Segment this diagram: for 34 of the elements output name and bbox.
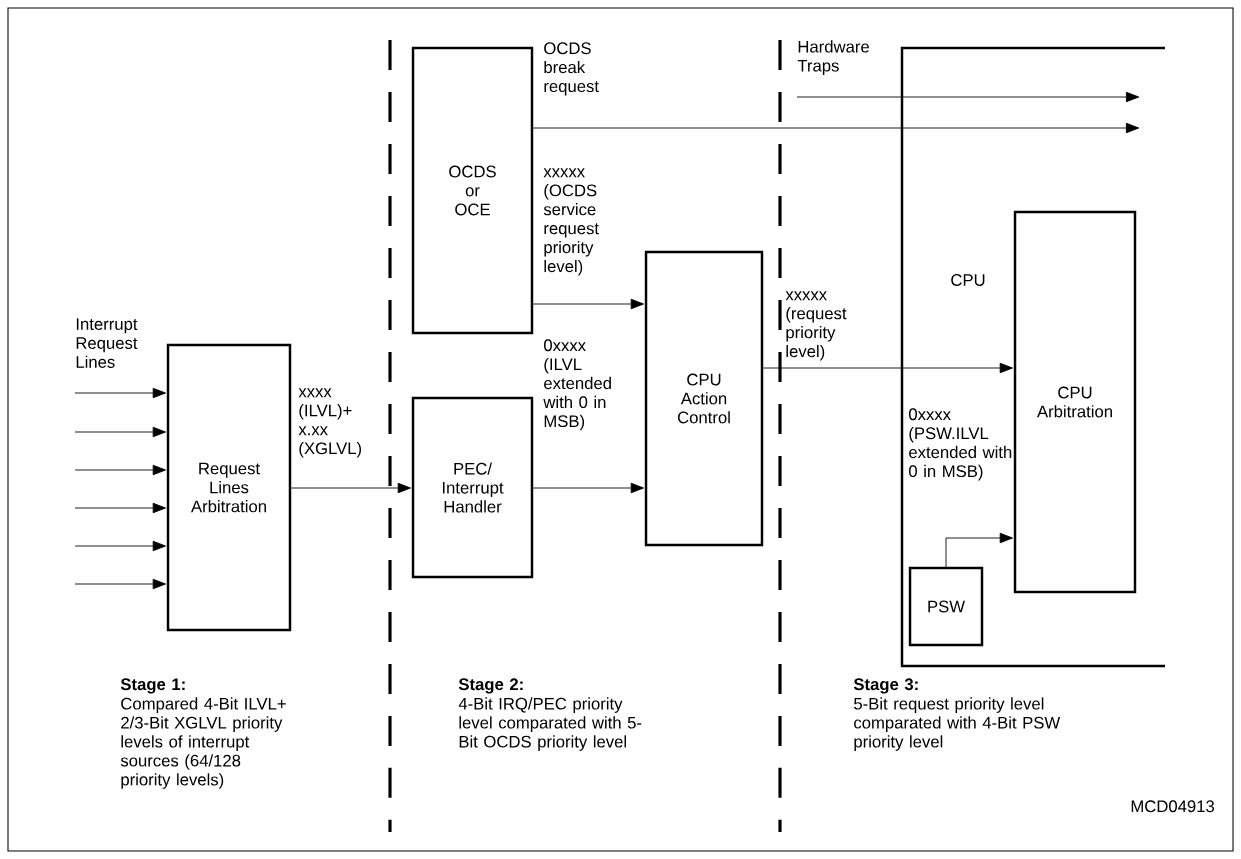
arrow — [945, 532, 1013, 568]
stage-heading: Stage 3: — [853, 678, 918, 694]
stage-heading: Stage 1: — [120, 678, 185, 694]
note-text: 4-Bit IRQ/PEC priority level comparated with 5-Bit OCDS priority level — [458, 697, 642, 751]
note-text: Compared 4-Bit ILVL+ 2/3-Bit XGLVL priority levels of interrupt sources (64/128 priority levels) — [120, 697, 286, 789]
block-box: PSW — [908, 566, 984, 647]
edge-label: OCDS break request — [544, 42, 599, 96]
note-text: 5-Bit request priority level comparated with 4-Bit PSW priority level — [854, 697, 1061, 751]
block-box: OCDS or OCE — [411, 46, 534, 335]
stage-heading: Stage 2: — [458, 678, 523, 694]
edge-label: xxxxx (OCDS service request priority level) — [543, 168, 599, 276]
arrow — [532, 482, 644, 494]
block-box: Request Lines Arbitration — [166, 343, 292, 632]
note-text: Interrupt Request Lines — [76, 318, 138, 368]
block-box: PEC/ Interrupt Handler — [411, 396, 534, 579]
block-box: CPU Arbitration — [1013, 210, 1137, 594]
arrow — [532, 298, 644, 310]
arrow — [74, 426, 166, 438]
arrow — [74, 502, 166, 514]
arrow — [74, 578, 166, 590]
arrow — [796, 91, 1140, 103]
block-box: CPU Action Control — [644, 250, 764, 547]
arrow — [74, 540, 166, 552]
arrow — [532, 122, 1140, 134]
edge-label: xxxx (ILVL)+ x.xx (XGLVL) — [298, 388, 361, 458]
arrow — [762, 362, 1013, 374]
edge-label: 0xxxx (ILVL extended with 0 in MSB) — [543, 339, 611, 431]
arrow — [74, 387, 166, 399]
arrow — [290, 482, 411, 494]
edge-label: 0xxxx (PSW.ILVL extended with 0 in MSB) — [909, 408, 1012, 481]
signal-label: Hardware Traps — [797, 40, 869, 75]
edge-label: xxxxx (request priority level) — [785, 291, 847, 361]
arrow — [74, 464, 166, 476]
note-text: MCD04913 — [1131, 800, 1215, 813]
